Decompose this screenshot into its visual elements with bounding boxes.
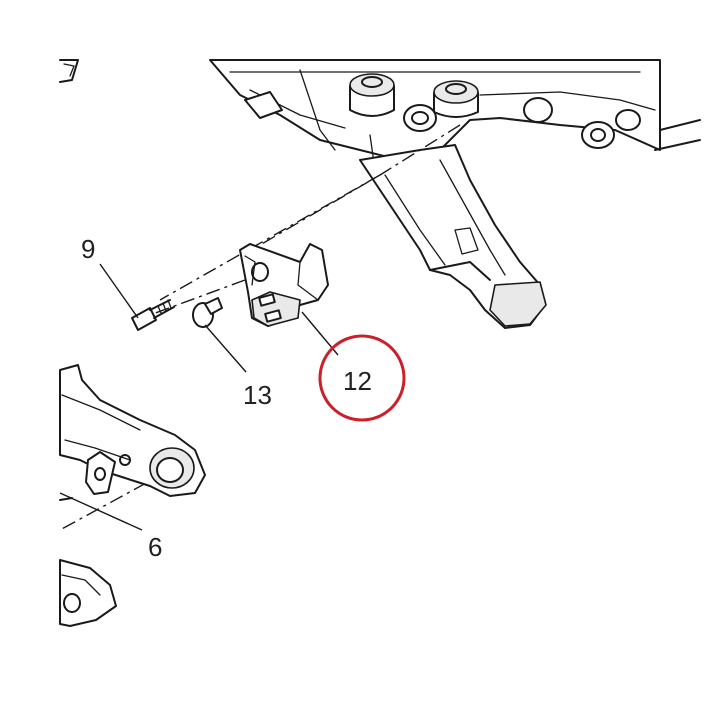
- frame-corner-fragment: [59, 59, 79, 83]
- bolt-part-9: [131, 299, 175, 331]
- foot-peg-fragment: [59, 559, 117, 627]
- leader-9: [99, 263, 139, 319]
- leader-13: [204, 324, 247, 373]
- callout-12: 12: [343, 366, 372, 396]
- highlight-circle: [318, 334, 406, 422]
- swing-arm-part-6: [59, 364, 206, 501]
- callout-6: 6: [148, 532, 162, 562]
- rivet-part-13: [192, 297, 223, 328]
- frame-assembly: [209, 59, 701, 329]
- callout-13: 13: [243, 380, 272, 410]
- bracket-part-12: [239, 243, 329, 327]
- callout-9: 9: [81, 234, 95, 264]
- leader-6: [59, 492, 143, 531]
